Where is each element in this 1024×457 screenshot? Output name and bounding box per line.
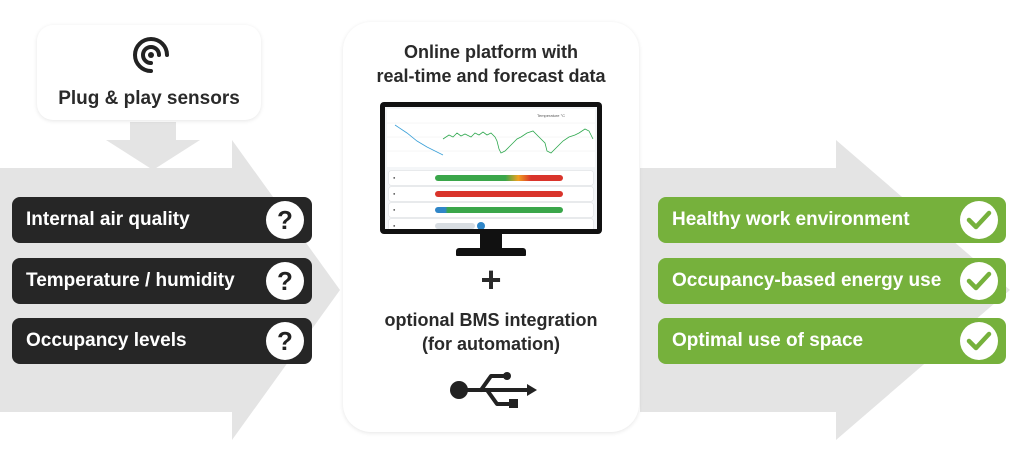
monitor: Temperature °C ● ● ● ● <box>380 102 602 260</box>
dashboard-row-occupancy: ● <box>389 219 593 229</box>
question-icon: ? <box>266 201 304 239</box>
bms-line1: optional BMS integration <box>384 310 598 330</box>
outcome-optimal-use-of-space: Optimal use of space <box>658 318 1006 364</box>
temperature-line <box>442 128 594 154</box>
outcome-label: Optimal use of space <box>672 330 864 351</box>
input-occupancy: Occupancy levels ? <box>12 318 312 364</box>
dashboard-chart: Temperature °C <box>387 109 595 167</box>
check-icon <box>960 201 998 239</box>
outcome-occupancy-based-energy: Occupancy-based energy use <box>658 258 1006 304</box>
monitor-base <box>456 248 526 256</box>
sensor-down-arrow <box>106 122 200 170</box>
outcome-label: Occupancy-based energy use <box>672 270 942 291</box>
platform-title-line1: Online platform with <box>404 42 578 62</box>
question-icon: ? <box>266 262 304 300</box>
dashboard-row-humidity: ● <box>389 187 593 201</box>
input-label: Occupancy levels <box>26 330 187 351</box>
dashboard-row-co2: ● <box>389 171 593 185</box>
monitor-neck <box>480 234 502 248</box>
forecast-line <box>394 124 444 156</box>
usb-icon <box>450 372 537 408</box>
bms-line2: (for automation) <box>422 334 560 354</box>
input-label: Temperature / humidity <box>26 270 235 291</box>
input-temperature-humidity: Temperature / humidity ? <box>12 258 312 304</box>
wifi-sensor-icon <box>133 37 169 73</box>
check-icon <box>960 262 998 300</box>
monitor-screen: Temperature °C ● ● ● ● <box>380 102 602 234</box>
platform-card: Online platform with real-time and forec… <box>343 22 639 432</box>
outcome-healthy-work-environment: Healthy work environment <box>658 197 1006 243</box>
plus-sign: + <box>480 259 502 300</box>
outcome-label: Healthy work environment <box>672 209 910 230</box>
check-icon <box>960 322 998 360</box>
input-air-quality: Internal air quality ? <box>12 197 312 243</box>
question-icon: ? <box>266 322 304 360</box>
dashboard-row-temperature: ● <box>389 203 593 217</box>
sensors-card: Plug & play sensors <box>37 25 261 120</box>
input-label: Internal air quality <box>26 209 190 230</box>
sensors-label: Plug & play sensors <box>58 88 240 109</box>
svg-text:Temperature °C: Temperature °C <box>537 113 565 118</box>
platform-title-line2: real-time and forecast data <box>376 66 606 86</box>
dashboard: Temperature °C ● ● ● ● <box>385 107 597 229</box>
